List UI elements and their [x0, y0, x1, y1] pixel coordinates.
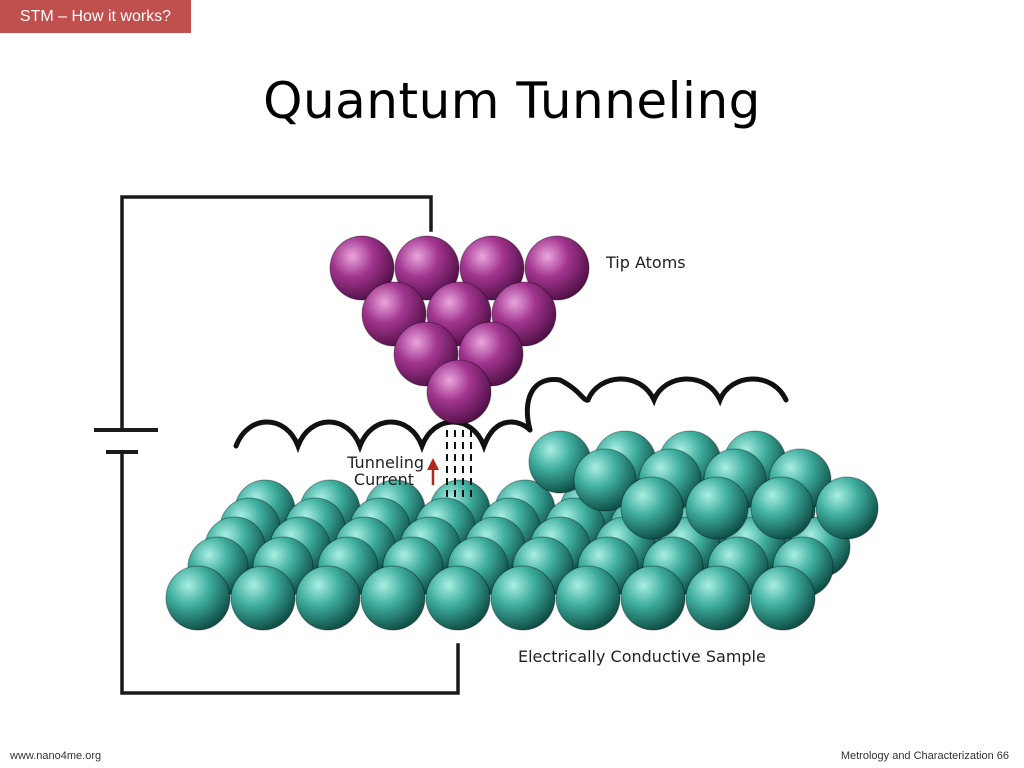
sample-label: Electrically Conductive Sample	[518, 647, 766, 666]
sample-atom	[620, 565, 686, 631]
battery-symbol	[94, 428, 158, 454]
sample-atom	[685, 476, 749, 540]
tip-atom	[329, 235, 395, 301]
sample-atom	[750, 476, 814, 540]
sample-atom	[815, 476, 879, 540]
current-arrow-icon	[427, 458, 439, 485]
tunneling-label-line2: Current	[354, 470, 414, 489]
tip-atoms	[329, 235, 590, 425]
tip-atom	[524, 235, 590, 301]
tip-atom	[426, 359, 492, 425]
circuit-wire-bottom	[120, 450, 460, 695]
footer-website: www.nano4me.org	[10, 750, 102, 762]
section-tag: STM – How it works?	[0, 0, 191, 33]
sample-atom	[573, 448, 637, 512]
tunneling-dashes	[446, 430, 472, 502]
sample-atom	[165, 565, 231, 631]
electron-wave	[233, 376, 789, 454]
sample-atom	[230, 565, 296, 631]
sample-atoms	[165, 430, 879, 631]
sample-atom	[295, 565, 361, 631]
tunneling-label-line1: Tunneling	[346, 453, 424, 472]
sample-atom	[620, 476, 684, 540]
slide-title: Quantum Tunneling	[263, 72, 761, 130]
circuit	[120, 195, 460, 695]
sample-atom	[750, 565, 816, 631]
tip-atoms-label: Tip Atoms	[605, 253, 686, 272]
footer-page: Metrology and Characterization 66	[840, 750, 1009, 762]
tip-atom	[394, 235, 460, 301]
tip-atom	[459, 235, 525, 301]
circuit-wire-top	[120, 195, 433, 432]
sample-atom	[425, 565, 491, 631]
sample-atom	[490, 565, 556, 631]
sample-atom	[360, 565, 426, 631]
sample-atom	[685, 565, 751, 631]
sample-atom	[555, 565, 621, 631]
